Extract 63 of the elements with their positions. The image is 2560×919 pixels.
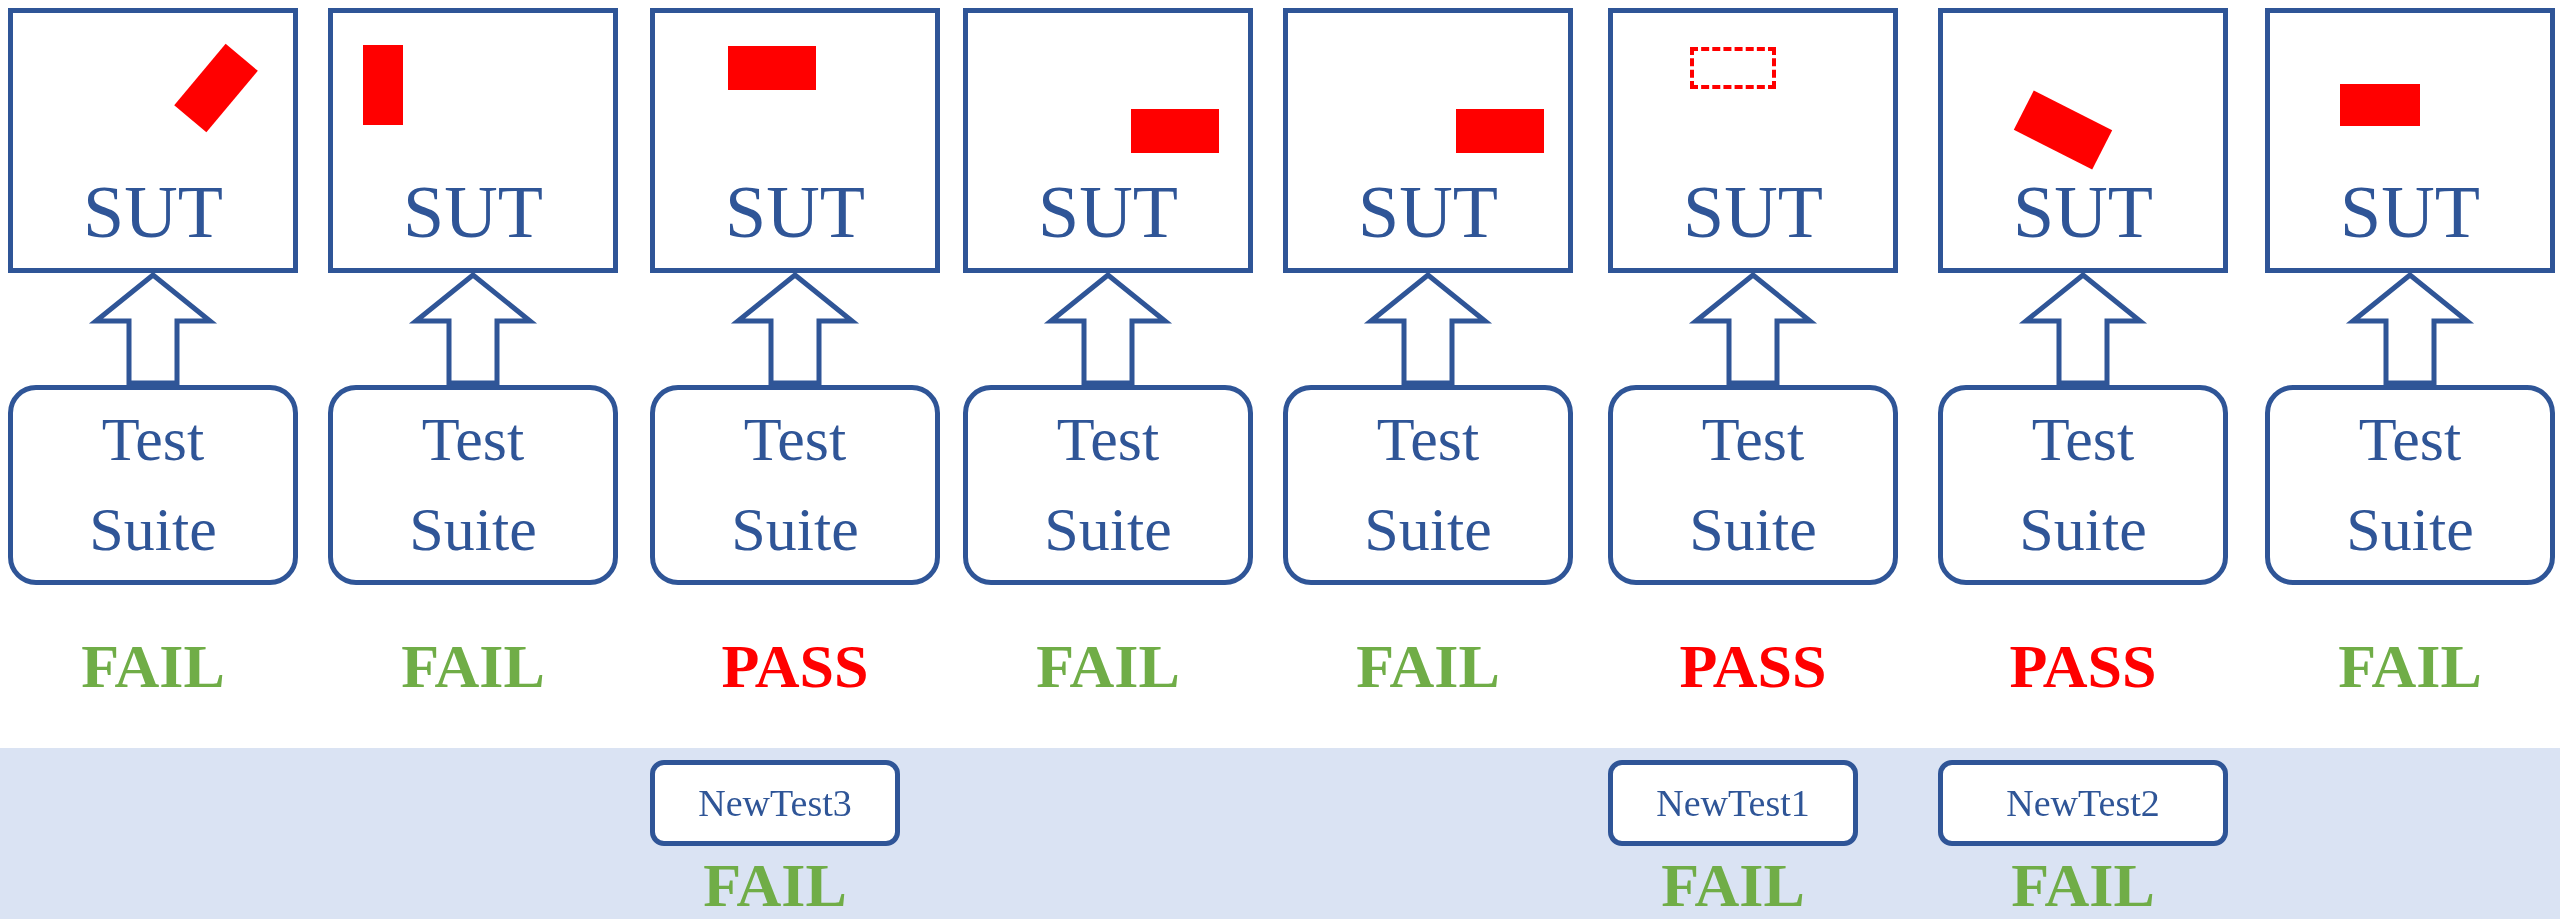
test-suite-box [1283, 385, 1573, 585]
hollow-arrow [88, 271, 218, 386]
box-label: Test Suite [408, 404, 538, 565]
system-box [1608, 8, 1898, 273]
hollow-arrow [1688, 271, 1818, 386]
test-suite-box [328, 385, 618, 585]
box-label: SUT [725, 175, 865, 249]
box-label: SUT [83, 175, 223, 249]
hollow-arrow [2345, 271, 2475, 386]
hollow-arrow [730, 271, 860, 386]
result-label: PASS [2008, 635, 2158, 697]
result-label: FAIL [1035, 635, 1181, 697]
result-label: FAIL [2010, 854, 2156, 916]
system-box [328, 8, 618, 273]
system-box [650, 8, 940, 273]
system-box [1283, 8, 1573, 273]
result-label: FAIL [1355, 635, 1501, 697]
result-label: PASS [720, 635, 870, 697]
new-test-box [650, 760, 900, 846]
box-label: Test Suite [2018, 404, 2148, 565]
test-suite-box [1938, 385, 2228, 585]
system-box [1938, 8, 2228, 273]
test-suite-box [1608, 385, 1898, 585]
box-label: NewTest3 [698, 784, 852, 822]
box-label: Test Suite [730, 404, 860, 565]
system-box [8, 8, 298, 273]
hollow-arrow [1363, 271, 1493, 386]
box-label: SUT [1038, 175, 1178, 249]
test-suite-box [963, 385, 1253, 585]
box-label: SUT [1358, 175, 1498, 249]
result-label: PASS [1678, 635, 1828, 697]
system-box [963, 8, 1253, 273]
marker-shape [363, 45, 403, 125]
result-label: FAIL [2337, 635, 2483, 697]
test-suite-box [650, 385, 940, 585]
box-label: Test Suite [88, 404, 218, 565]
marker-shape [2340, 84, 2420, 126]
hollow-arrow [408, 271, 538, 386]
marker-shape [1131, 109, 1219, 153]
box-label: NewTest2 [2006, 784, 2160, 822]
box-label: Test Suite [2345, 404, 2475, 565]
box-label: Test Suite [1688, 404, 1818, 565]
result-label: FAIL [80, 635, 226, 697]
box-label: Test Suite [1363, 404, 1493, 565]
box-label: SUT [2340, 175, 2480, 249]
result-label: FAIL [702, 854, 848, 916]
result-label: FAIL [400, 635, 546, 697]
new-test-box [1938, 760, 2228, 846]
marker-shape [1456, 109, 1544, 153]
box-label: SUT [1683, 175, 1823, 249]
box-label: NewTest1 [1656, 784, 1810, 822]
box-label: SUT [403, 175, 543, 249]
system-box [2265, 8, 2555, 273]
marker-shape [1690, 47, 1776, 89]
test-suite-box [2265, 385, 2555, 585]
marker-shape [728, 46, 816, 90]
result-label: FAIL [1660, 854, 1806, 916]
box-label: SUT [2013, 175, 2153, 249]
box-label: Test Suite [1043, 404, 1173, 565]
test-suite-box [8, 385, 298, 585]
hollow-arrow [1043, 271, 1173, 386]
new-test-box [1608, 760, 1858, 846]
hollow-arrow [2018, 271, 2148, 386]
